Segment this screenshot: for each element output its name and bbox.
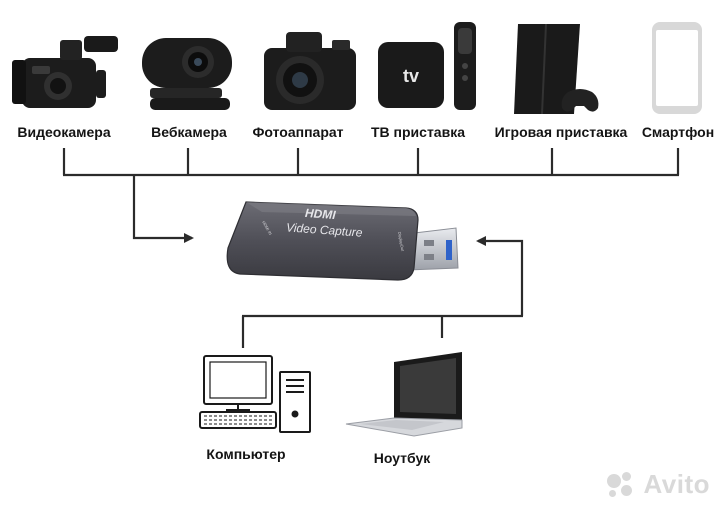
tv-box-logo: tv bbox=[403, 66, 419, 86]
smartphone-icon bbox=[652, 22, 702, 114]
target-label-computer: Компьютер bbox=[206, 446, 286, 462]
hdmi-capture-device: HDMI Video Capture HDMI IN DisplayOut bbox=[226, 201, 459, 281]
hdmi-logo: HDMI bbox=[304, 206, 336, 222]
device-label-camera: Фотоаппарат bbox=[252, 124, 344, 140]
usb-plug bbox=[405, 227, 459, 271]
avito-watermark: Avito bbox=[607, 469, 710, 500]
game-console-icon bbox=[514, 23, 599, 115]
device-label-console: Игровая приставка bbox=[494, 124, 628, 140]
laptop-icon bbox=[345, 352, 463, 437]
webcam-icon bbox=[142, 38, 232, 110]
connection-lines bbox=[62, 148, 680, 348]
tv-box-icon: tv bbox=[378, 22, 476, 110]
capture-title: Video Capture bbox=[286, 220, 364, 239]
port-out-label: DisplayOut bbox=[397, 231, 405, 252]
camcorder-icon bbox=[12, 36, 118, 108]
device-label-smartphone: Смартфон bbox=[641, 124, 715, 140]
computer-icon bbox=[199, 355, 311, 433]
device-label-tv-box: ТВ приставка bbox=[371, 124, 465, 140]
avito-text: Avito bbox=[643, 469, 710, 499]
device-label-camcorder: Видеокамера bbox=[17, 124, 111, 140]
target-label-laptop: Ноутбук bbox=[373, 450, 431, 466]
device-label-webcam: Вебкамера bbox=[151, 124, 227, 140]
avito-logo-icon bbox=[607, 471, 637, 498]
photo-camera-icon bbox=[264, 32, 356, 110]
